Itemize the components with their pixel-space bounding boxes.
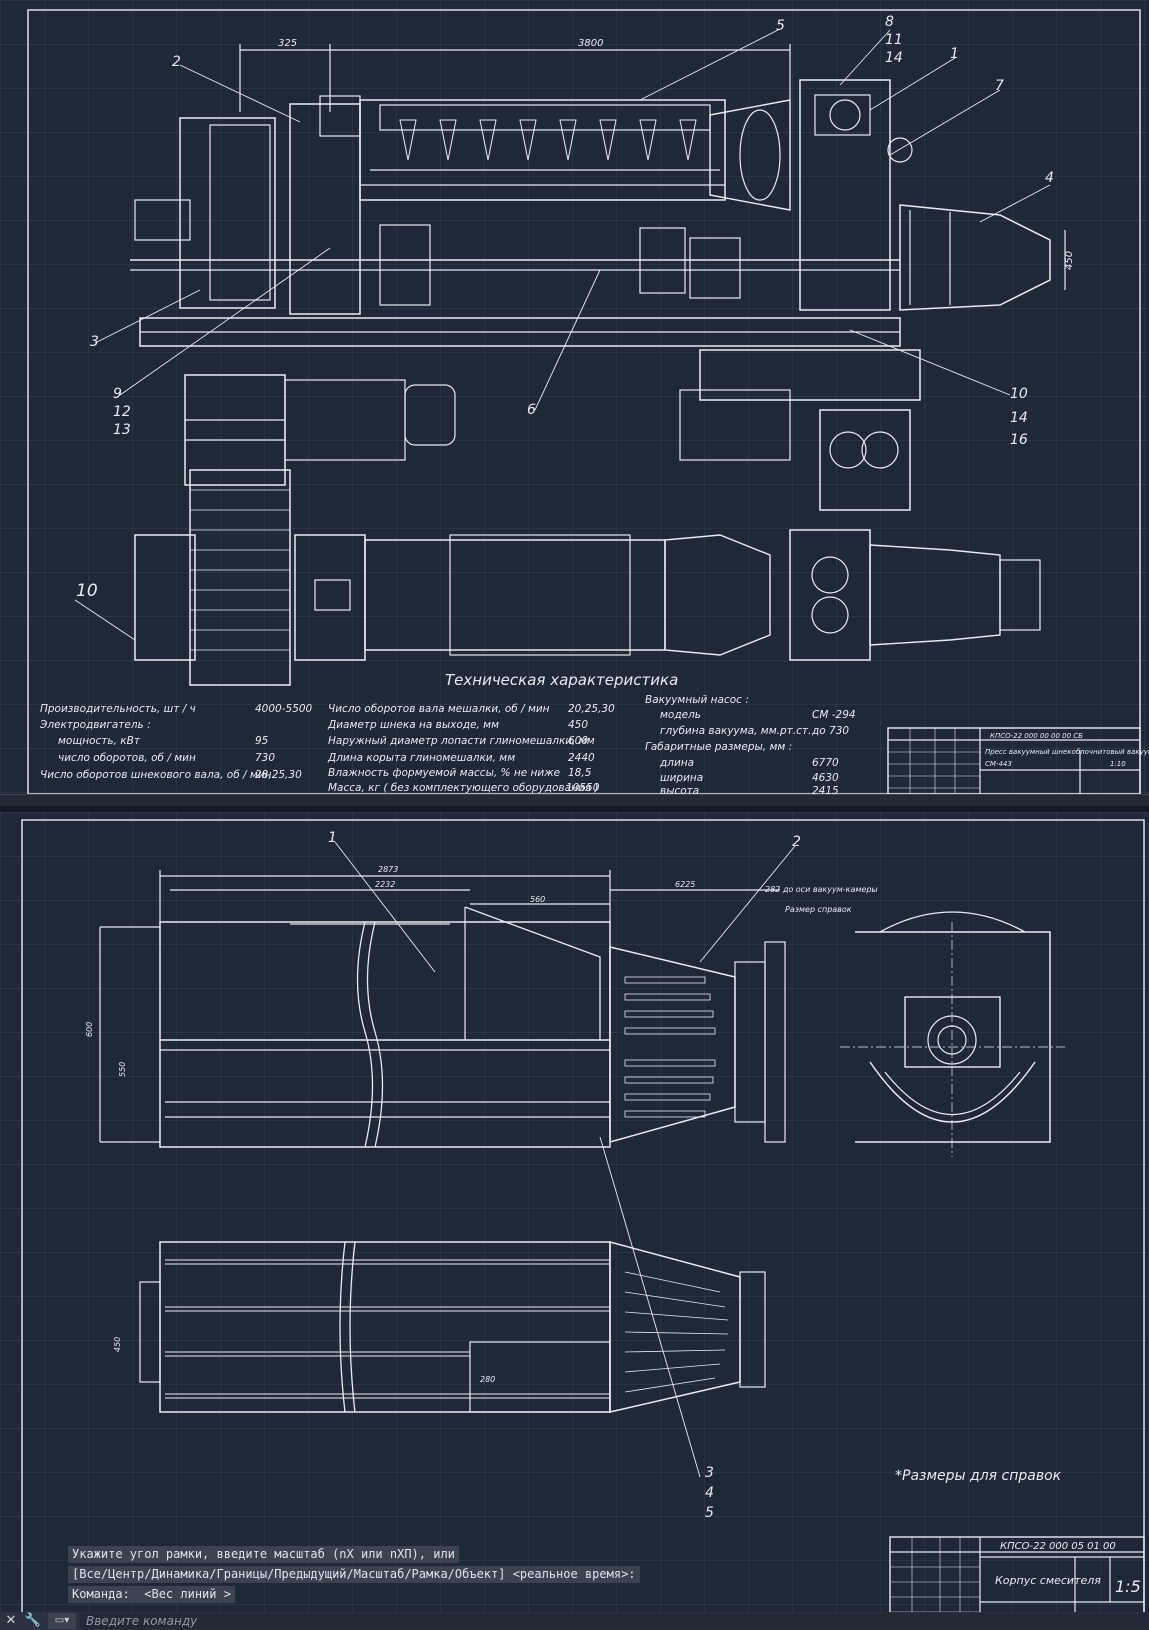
svg-text:450: 450 (568, 719, 588, 731)
svg-text:КПСО-22 000 00 00 00 СБ: КПСО-22 000 00 00 00 СБ (990, 732, 1083, 740)
balloon-12: 12 (113, 404, 131, 420)
svg-text:20,25,30: 20,25,30 (568, 703, 615, 715)
dim-a: 2873 (378, 865, 398, 874)
balloon-2: 2 (172, 54, 181, 70)
specs-column-1: Производительность, шт / ч 4000-5500 Элек… (39, 703, 313, 781)
balloon-8: 8 (885, 14, 894, 30)
balloon-7: 7 (995, 78, 1004, 94)
note-axis: 282 до оси вакуум-камеры (765, 885, 878, 894)
svg-text:Диаметр шнека на выходе, мм: Диаметр шнека на выходе, мм (327, 719, 499, 731)
svg-text:Производительность, шт / ч: Производительность, шт / ч (40, 703, 196, 715)
svg-text:1:5: 1:5 (1115, 1577, 1141, 1596)
balloon-3: 3 (705, 1465, 714, 1481)
part-drawing: 1 2 3 4 5 2873 2232 560 6225 600 550 450… (21, 819, 1145, 1629)
dim-f: 550 (118, 1062, 127, 1077)
balloon-13: 13 (113, 422, 131, 438)
svg-text:Вакуумный насос :: Вакуумный насос : (645, 694, 749, 706)
svg-text:СМ -294: СМ -294 (812, 709, 856, 721)
svg-text:Пресс вакуумный шнекоблочнитов: Пресс вакуумный шнекоблочнитовый вакуумн… (985, 748, 1149, 756)
balloon-5: 5 (705, 1505, 714, 1521)
balloon-16: 16 (1010, 432, 1028, 448)
dim-3800: 3800 (578, 38, 603, 49)
dim-450: 450 (1064, 251, 1075, 270)
dim-d: 6225 (675, 880, 695, 889)
svg-text:730: 730 (255, 752, 275, 764)
dim-b: 2232 (375, 880, 395, 889)
svg-text:95: 95 (255, 735, 269, 747)
command-bar: ✕ 🔧 ▭▾ Введите команду (0, 1612, 1149, 1630)
balloon-4: 4 (705, 1485, 714, 1501)
command-history-line-1: Укажите угол рамки, введите масштаб (nX … (68, 1546, 459, 1563)
specs-column-2: Число оборотов вала мешалки, об / мин 20,… (327, 703, 615, 794)
svg-text:1:10: 1:10 (1110, 760, 1126, 768)
svg-text:СМ-443: СМ-443 (985, 760, 1012, 768)
drawing-viewport-top[interactable]: 2 5 8 11 14 1 7 4 3 9 12 13 6 10 14 16 1… (0, 0, 1149, 806)
svg-text:28,25,30: 28,25,30 (255, 769, 302, 781)
reference-note: *Размеры для справок (895, 1468, 1062, 1484)
svg-text:до 730: до 730 (811, 725, 849, 737)
assembly-drawing: 2 5 8 11 14 1 7 4 3 9 12 13 6 10 14 16 1… (27, 9, 1149, 797)
svg-text:4000-5500: 4000-5500 (255, 703, 313, 715)
svg-text:Число оборотов вала мешалки, о: Число оборотов вала мешалки, об / мин (328, 703, 550, 715)
svg-text:Габаритные размеры, мм :: Габаритные размеры, мм : (645, 741, 792, 753)
balloon-1: 1 (328, 830, 337, 846)
command-history-line-3: Команда: <Вес линий > (68, 1586, 235, 1603)
balloon-9: 9 (113, 386, 122, 402)
balloon-2: 2 (792, 834, 801, 850)
viewport-scrollbar[interactable] (0, 794, 1149, 806)
title-block-2: КПСО-22 000 05 01 00 Корпус смесителя 1:… (995, 1541, 1141, 1596)
svg-text:число оборотов, об / мин: число оборотов, об / мин (58, 752, 196, 764)
svg-text:Корпус смесителя: Корпус смесителя (995, 1574, 1101, 1587)
close-icon[interactable]: ✕ (5, 1613, 17, 1628)
svg-text:600: 600 (568, 735, 588, 747)
balloon-6: 6 (527, 402, 536, 418)
svg-text:Электродвигатель :: Электродвигатель : (39, 719, 151, 731)
balloon-5: 5 (776, 18, 785, 34)
command-history-line-2: [Все/Центр/Динамика/Границы/Предыдущий/М… (68, 1566, 640, 1583)
balloon-1: 1 (950, 46, 959, 62)
balloon-3: 3 (90, 334, 99, 350)
svg-text:КПСО-22 000 05 01 00: КПСО-22 000 05 01 00 (1000, 1541, 1116, 1552)
dim-i: 280 (480, 1375, 495, 1384)
svg-text:18,5: 18,5 (568, 767, 592, 779)
label-10-plan: 10 (76, 581, 98, 601)
command-input[interactable]: Введите команду (80, 1613, 1149, 1629)
dim-e: 600 (85, 1022, 94, 1037)
tech-title: Техническая характеристика (445, 671, 678, 689)
svg-text:4630: 4630 (812, 772, 839, 784)
balloon-14b: 14 (1010, 410, 1028, 426)
balloon-14: 14 (885, 50, 903, 66)
title-block-1: КПСО-22 000 00 00 00 СБ Пресс вакуумный … (985, 732, 1149, 768)
dim-c: 560 (530, 895, 545, 904)
dim-h: 450 (113, 1337, 122, 1352)
svg-text:Масса, кг ( без комплектующего: Масса, кг ( без комплектующего оборудова… (328, 782, 598, 794)
svg-text:6770: 6770 (812, 757, 839, 769)
balloon-4: 4 (1045, 170, 1054, 186)
note-ref: Размер справок (785, 905, 852, 914)
dim-325: 325 (278, 38, 297, 49)
svg-text:модель: модель (660, 709, 701, 721)
svg-text:2440: 2440 (568, 752, 595, 764)
wrench-icon[interactable]: 🔧 (24, 1613, 42, 1628)
svg-text:ширина: ширина (660, 772, 703, 784)
command-prompt-icon[interactable]: ▭▾ (48, 1613, 76, 1629)
svg-text:глубина вакуума, мм.рт.ст.: глубина вакуума, мм.рт.ст. (660, 725, 811, 737)
balloon-10: 10 (1010, 386, 1028, 402)
svg-text:длина: длина (659, 757, 694, 769)
svg-text:Число оборотов шнекового вала,: Число оборотов шнекового вала, об / мин (40, 769, 272, 781)
svg-text:Длина корыта глиномешалки, мм: Длина корыта глиномешалки, мм (327, 752, 515, 764)
svg-text:10550: 10550 (566, 782, 600, 794)
svg-text:мощность, кВт: мощность, кВт (58, 735, 141, 747)
drawing-viewport-bottom[interactable]: 1 2 3 4 5 2873 2232 560 6225 600 550 450… (0, 812, 1149, 1630)
balloon-11: 11 (885, 32, 903, 48)
specs-column-3: Вакуумный насос : модель СМ -294 глубина … (645, 694, 856, 797)
svg-text:Наружный диаметр лопасти глино: Наружный диаметр лопасти глиномешалки, м… (328, 735, 595, 747)
svg-text:Влажность формуемой массы, % н: Влажность формуемой массы, % не ниже (328, 767, 560, 779)
viewport-separator[interactable] (0, 806, 1149, 812)
